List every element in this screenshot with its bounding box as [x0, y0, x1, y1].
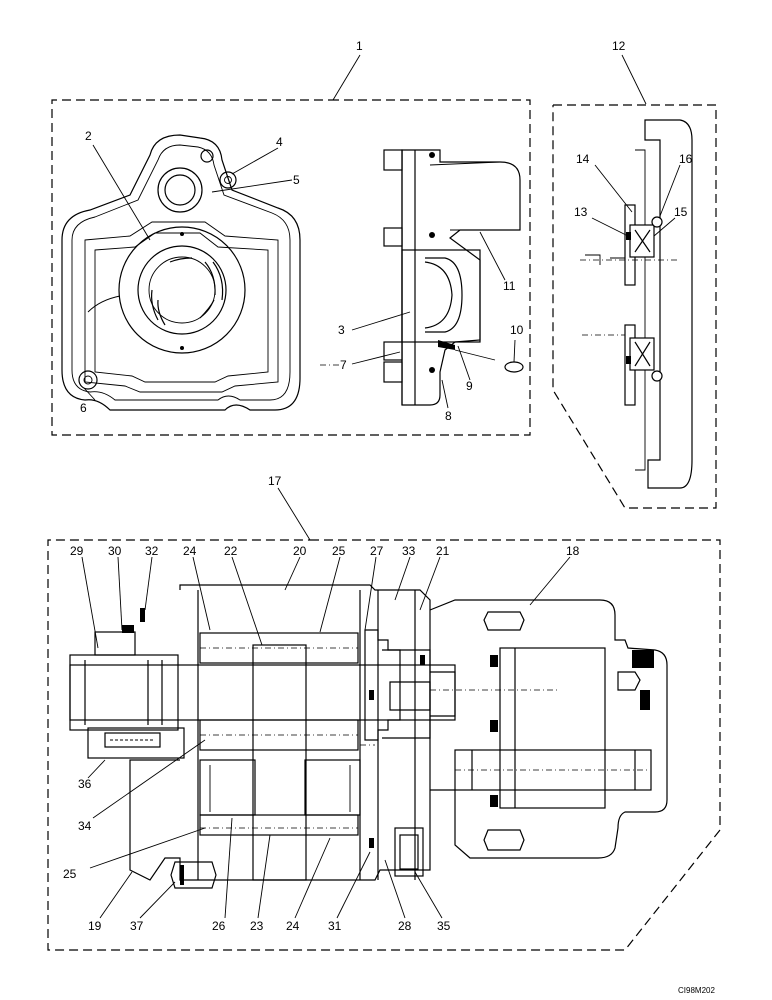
callout-33: 33	[402, 544, 416, 558]
callout-15: 15	[674, 205, 688, 219]
seal-assembly	[580, 119, 693, 489]
callout-10: 10	[510, 323, 524, 337]
callout-11: 11	[503, 279, 516, 293]
callout-35: 35	[437, 919, 451, 933]
group-12-box	[552, 54, 717, 509]
group-17-leaders	[81, 556, 571, 919]
group-12-leaders	[591, 164, 681, 237]
o-ring-10	[504, 361, 524, 373]
callout-22: 22	[224, 544, 238, 558]
callout-1: 1	[356, 39, 363, 53]
callout-17: 17	[268, 474, 282, 488]
callout-24a: 24	[183, 544, 197, 558]
housing-18	[360, 599, 668, 859]
callout-28: 28	[398, 919, 412, 933]
callout-31: 31	[328, 919, 342, 933]
group-1-box	[51, 54, 531, 436]
side-section	[383, 149, 521, 406]
flange-plate	[61, 134, 301, 411]
reference-code: CI98M202	[678, 986, 715, 995]
callout-9: 9	[466, 379, 473, 393]
callout-3: 3	[338, 323, 345, 337]
callout-23: 23	[250, 919, 264, 933]
callout-27: 27	[370, 544, 384, 558]
callout-30: 30	[108, 544, 122, 558]
callout-32: 32	[145, 544, 159, 558]
callout-36: 36	[78, 777, 92, 791]
callout-18: 18	[566, 544, 580, 558]
callout-34: 34	[78, 819, 92, 833]
callout-2: 2	[85, 129, 92, 143]
callout-13: 13	[574, 205, 588, 219]
callout-5: 5	[293, 173, 300, 187]
callout-19: 19	[88, 919, 102, 933]
callout-8: 8	[445, 409, 452, 423]
callout-21: 21	[436, 544, 450, 558]
callout-29: 29	[70, 544, 84, 558]
callout-16: 16	[679, 152, 693, 166]
callout-24b: 24	[286, 919, 300, 933]
callout-25b: 25	[63, 867, 77, 881]
group-17-box	[47, 487, 721, 951]
callout-26: 26	[212, 919, 226, 933]
callout-14: 14	[576, 152, 590, 166]
callout-12: 12	[612, 39, 626, 53]
pump-body	[69, 584, 456, 889]
callout-20: 20	[293, 544, 307, 558]
callout-labels: 1 2 3 4 5 6 7 8 9 10 11 12 13 14 15 16 1…	[63, 39, 715, 995]
callout-7: 7	[340, 358, 347, 372]
callout-37: 37	[130, 919, 144, 933]
callout-6: 6	[80, 401, 87, 415]
group-1-leaders	[83, 144, 516, 409]
callout-25a: 25	[332, 544, 346, 558]
callout-4: 4	[276, 135, 283, 149]
